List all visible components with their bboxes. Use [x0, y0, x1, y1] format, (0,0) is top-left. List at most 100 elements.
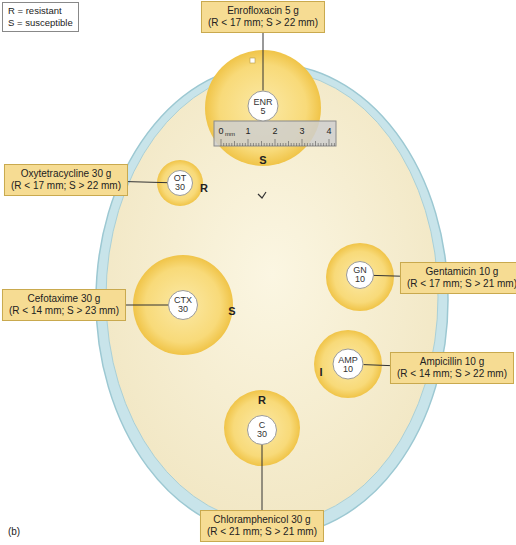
panel-label: (b): [8, 526, 20, 537]
antibiotic-disk: OT 30: [167, 170, 193, 196]
ruler-tick: [231, 143, 232, 146]
ruler-number: 1: [245, 126, 250, 136]
ruler-tick: [293, 143, 294, 146]
ruler-tick: [237, 143, 238, 146]
ruler-tick: [229, 143, 230, 146]
antibiotic-callout: Ampicillin 10 g(R < 14 mm; S > 22 mm): [390, 352, 514, 384]
leader-line: [262, 445, 263, 510]
ruler-tick: [291, 143, 292, 146]
ruler-tick: [269, 143, 270, 146]
antibiotic-disk: C 30: [247, 415, 277, 445]
callout-text: Cefotaxime 30 g: [9, 293, 119, 305]
ruler-tick: [320, 143, 321, 146]
disk-label: GN 10: [353, 266, 367, 284]
ruler-tick: [221, 139, 222, 146]
ruler-tick: [239, 143, 240, 146]
callout-text: (R < 17 mm; S > 22 mm): [208, 17, 318, 29]
ruler-tick: [329, 139, 330, 146]
zone-result: S: [228, 305, 235, 317]
agar: [106, 71, 438, 523]
leader-line: [374, 275, 400, 277]
antibiotic-callout: Cefotaxime 30 g(R < 14 mm; S > 23 mm): [2, 289, 126, 321]
ruler-tick: [258, 143, 259, 146]
ruler-tick: [312, 143, 313, 146]
ruler-tick: [326, 143, 327, 146]
ruler-tick: [266, 143, 267, 146]
callout-text: (R < 14 mm; S > 22 mm): [397, 368, 507, 380]
antibiotic-disk: GN 10: [346, 261, 374, 289]
ruler-tick: [275, 139, 276, 146]
disk-label: C 30: [257, 421, 267, 439]
antibiotic-disk: ENR 5: [248, 91, 279, 122]
colony: [250, 58, 255, 63]
antibiotic-disk: CTX 30: [168, 290, 198, 320]
ruler-tick: [307, 143, 308, 146]
inhibition-zone: [326, 243, 394, 311]
mark: [258, 192, 266, 198]
leader-line: [263, 33, 264, 91]
ruler-tick: [318, 143, 319, 146]
ruler-tick: [242, 143, 243, 146]
ruler-tick: [299, 143, 300, 146]
zone-result: R: [258, 394, 266, 406]
ruler-unit: mm: [225, 131, 235, 137]
callout-text: Ampicillin 10 g: [397, 356, 507, 368]
ruler-tick: [302, 139, 303, 146]
disk-label: AMP 10: [338, 355, 357, 373]
ruler-ticks: [221, 139, 334, 146]
antibiotic-callout: Enrofloxacin 5 g(R < 17 mm; S > 22 mm): [201, 1, 325, 33]
ruler-tick: [261, 141, 262, 146]
ruler-tick: [245, 143, 246, 146]
antibiotic-callout: Gentamicin 10 g(R < 17 mm; S > 21 mm): [400, 262, 516, 294]
ruler-tick: [283, 143, 284, 146]
ruler-tick: [280, 143, 281, 146]
callout-text: (R < 14 mm; S > 23 mm): [9, 305, 119, 317]
antibiotic-callout: Oxytetracycline 30 g(R < 17 mm; S > 22 m…: [4, 164, 128, 196]
ruler-number: 4: [326, 126, 331, 136]
zone-result: I: [319, 366, 322, 378]
ruler-tick: [296, 143, 297, 146]
inhibition-zone: [314, 330, 382, 398]
callout-text: (R < 17 mm; S > 21 mm): [407, 278, 516, 290]
disk-label: OT 30: [174, 174, 186, 192]
callout-text: Gentamicin 10 g: [407, 266, 516, 278]
ruler-tick: [331, 143, 332, 146]
ruler-tick: [304, 143, 305, 146]
disk-label: CTX 30: [174, 296, 192, 314]
dish-rim: [96, 64, 448, 536]
ruler-tick: [285, 143, 286, 146]
ruler-tick: [310, 143, 311, 146]
legend-text: S = susceptible: [8, 17, 73, 29]
ruler-tick: [248, 139, 249, 146]
ruler-tick: [250, 143, 251, 146]
callout-text: Chloramphenicol 30 g: [207, 514, 317, 526]
ruler-tick: [264, 143, 265, 146]
ruler-tick: [288, 141, 289, 146]
ruler-tick: [256, 143, 257, 146]
ruler-tick: [334, 143, 335, 146]
ruler-tick: [277, 143, 278, 146]
ruler-body: [214, 121, 336, 146]
antibiotic-callout: Chloramphenicol 30 g(R < 21 mm; S > 21 m…: [200, 510, 324, 542]
ruler-tick: [223, 143, 224, 146]
callout-text: (R < 17 mm; S > 22 mm): [11, 180, 121, 192]
leader-line: [128, 182, 167, 183]
ruler-number: 2: [272, 126, 277, 136]
ruler-tick: [234, 141, 235, 146]
antibiotic-disk: AMP 10: [333, 349, 364, 380]
zone-result: R: [200, 182, 208, 194]
ruler-tick: [272, 143, 273, 146]
callout-text: Enrofloxacin 5 g: [208, 5, 318, 17]
ruler-tick: [315, 141, 316, 146]
ruler-tick: [253, 143, 254, 146]
ruler-tick: [226, 143, 227, 146]
callout-text: Oxytetracycline 30 g: [11, 168, 121, 180]
ruler-tick: [323, 143, 324, 146]
zone-result: S: [259, 154, 266, 166]
legend-text: R = resistant: [8, 5, 73, 17]
ruler-number: 0: [218, 126, 223, 136]
leader-line: [363, 365, 389, 366]
callout-text: (R < 21 mm; S > 21 mm): [207, 526, 317, 538]
leader-line: [126, 305, 168, 306]
disk-label: ENR 5: [253, 97, 272, 115]
